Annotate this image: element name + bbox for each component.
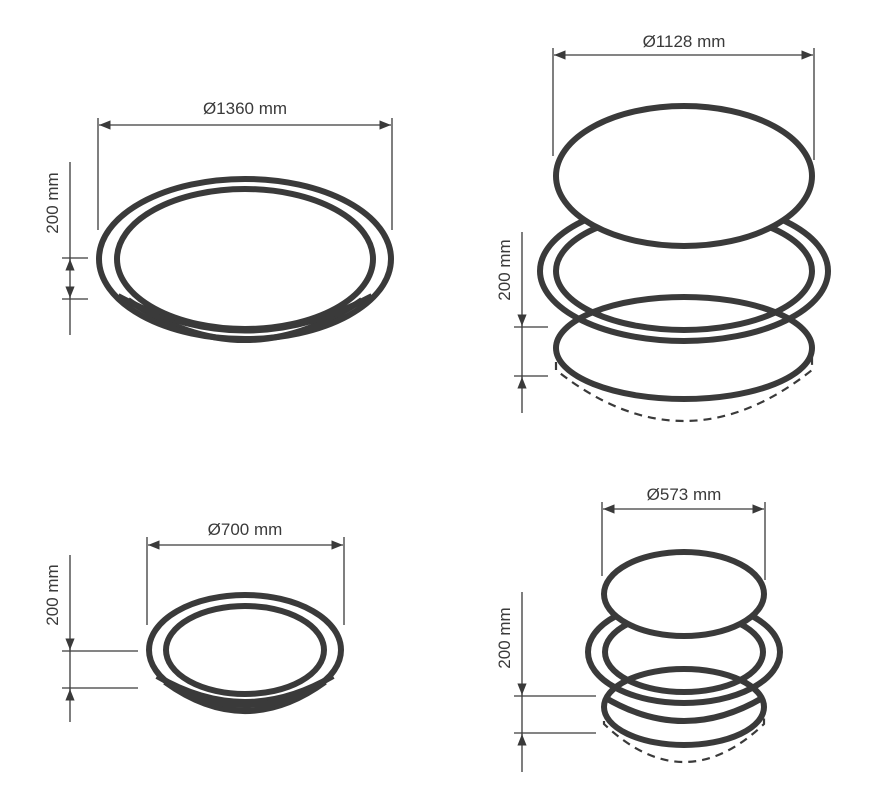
ring-body-1360 [96, 176, 394, 343]
pendant-body-1128 [537, 103, 831, 423]
fixture-ceiling-ring-1360: Ø1360 mm 200 mm [43, 99, 394, 343]
diameter-label: Ø573 mm [647, 485, 722, 504]
height-label: 200 mm [495, 607, 514, 668]
diameter-dimension-1360: Ø1360 mm [97, 99, 393, 230]
height-label: 200 mm [495, 239, 514, 300]
diameter-dimension-700: Ø700 mm [146, 520, 345, 625]
fixture-ceiling-ring-700: Ø700 mm 200 mm [43, 520, 345, 722]
height-dimension-573: 200 mm [495, 592, 596, 772]
height-dimension-1360: 200 mm [43, 162, 88, 335]
diameter-label: Ø700 mm [208, 520, 283, 539]
diameter-label: Ø1360 mm [203, 99, 287, 118]
fixture-pendant-573: Ø573 mm 200 mm [495, 485, 783, 772]
pendant-body-573 [585, 549, 783, 763]
height-dimension-1128: 200 mm [495, 232, 548, 413]
ring-body-700 [146, 592, 344, 714]
height-label: 200 mm [43, 564, 62, 625]
diameter-dimension-1128: Ø1128 mm [552, 32, 815, 160]
height-dimension-700: 200 mm [43, 555, 138, 722]
height-label: 200 mm [43, 172, 62, 233]
diameter-label: Ø1128 mm [643, 32, 726, 51]
diameter-dimension-573: Ø573 mm [601, 485, 766, 580]
fixture-pendant-1128: Ø1128 mm 200 mm [495, 32, 831, 423]
